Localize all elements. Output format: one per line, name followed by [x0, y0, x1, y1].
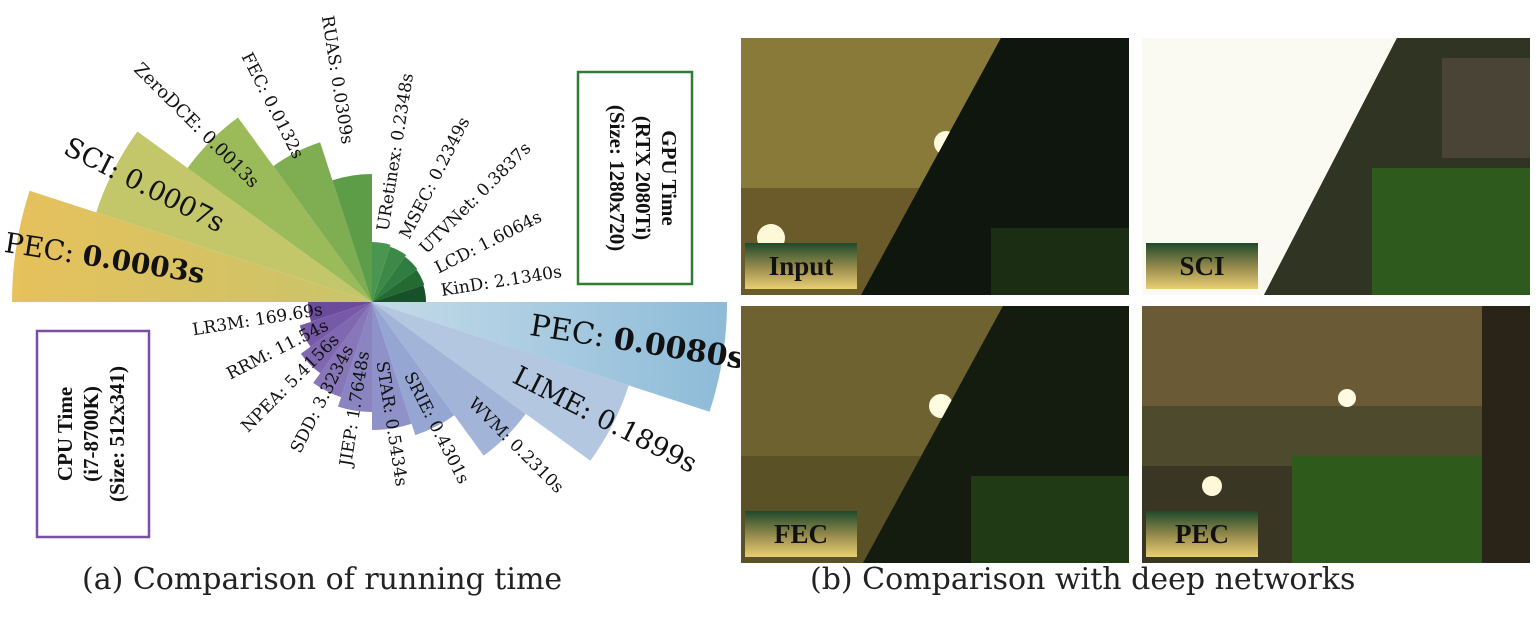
- scene-image-pec: [1142, 306, 1530, 563]
- gpu-box-device: (RTX 2080Ti): [631, 116, 655, 240]
- cpu-box-title: CPU Time: [53, 387, 77, 481]
- gpu-wedge-3: [273, 142, 372, 302]
- cpu-wedge-5: [338, 302, 372, 412]
- caption-b: (b) Comparison with deep networks: [810, 562, 1356, 597]
- cpu-wedge-7: [300, 302, 372, 374]
- gpu-box-title: GPU Time: [657, 130, 681, 225]
- caption-a: (a) Comparison of running time: [82, 562, 563, 597]
- cpu-box-device: (i7-8700K): [79, 386, 103, 482]
- cpu-time-box: CPU Time (i7-8700K) (Size: 512x341): [35, 329, 151, 539]
- gpu-wedge-9: [372, 285, 427, 302]
- cpu-wedge-4: [372, 302, 412, 430]
- cpu-wedge-1: [372, 302, 629, 461]
- gpu-label-4: RUAS: 0.0309s: [317, 14, 357, 145]
- cpu-wedge-2: [372, 302, 526, 456]
- gpu-wedge-6: [372, 246, 407, 302]
- cpu-wedge-3: [372, 302, 455, 436]
- panel-sci: SCI: [1142, 38, 1530, 295]
- panel-input: Input: [741, 38, 1129, 295]
- wedge-group: [12, 117, 727, 461]
- gpu-wedge-0: [12, 190, 372, 302]
- panel-pec: PEC: [1142, 306, 1530, 563]
- panel-label-sci: SCI: [1146, 243, 1258, 289]
- panel-label-fec: FEC: [745, 511, 857, 557]
- gpu-box-size: (Size: 1280x720): [605, 105, 629, 251]
- cpu-wedge-6: [313, 302, 372, 398]
- gpu-wedge-5: [372, 241, 391, 302]
- panel-label-input: Input: [745, 243, 857, 289]
- cpu-box-size: (Size: 512x341): [105, 366, 129, 502]
- cpu-wedge-8: [299, 302, 372, 347]
- gpu-wedge-1: [96, 131, 372, 302]
- panel-label-pec: PEC: [1146, 511, 1258, 557]
- gpu-time-box: GPU Time (RTX 2080Ti) (Size: 1280x720): [576, 70, 694, 286]
- gpu-wedge-8: [372, 269, 425, 302]
- cpu-wedge-9: [307, 302, 372, 322]
- gpu-wedge-2: [187, 117, 372, 302]
- gpu-wedge-4: [332, 174, 372, 302]
- gpu-wedge-7: [372, 256, 418, 302]
- cpu-wedge-0: [372, 302, 727, 412]
- panel-fec: FEC: [741, 306, 1129, 563]
